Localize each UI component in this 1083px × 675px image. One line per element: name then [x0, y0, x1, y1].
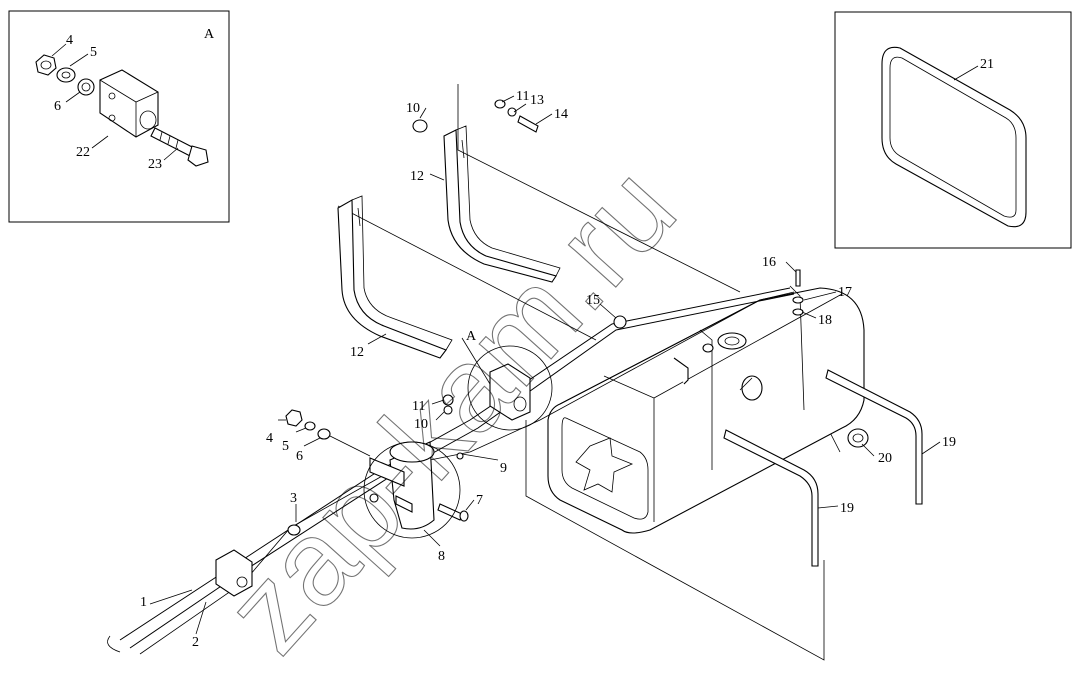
- filter-circle: [363, 441, 461, 539]
- callout-3: 3: [290, 491, 297, 506]
- line-clamp: [215, 452, 464, 597]
- callout-13: 13: [530, 93, 544, 108]
- bracket-12-rear: [443, 125, 561, 283]
- inset-seal-detail: 21: [834, 11, 1072, 249]
- callout-11: 11: [412, 399, 425, 414]
- inset-washer-5: [56, 67, 76, 83]
- inset-a-frame: [8, 10, 230, 223]
- callout-7: 7: [476, 493, 483, 508]
- inset-callout-22: 22: [76, 145, 90, 160]
- inset-spring-washer-6: [77, 78, 95, 96]
- bracket-12-front: [337, 195, 453, 359]
- callout-11-top: 11: [516, 89, 529, 104]
- hardware-top: [412, 99, 539, 133]
- inset-nut-4: [35, 54, 57, 76]
- inset-block-22: [99, 69, 159, 138]
- callout-16: 16: [762, 255, 776, 270]
- callout-leaders: [149, 95, 941, 635]
- hardware-4-5-6: [285, 409, 371, 457]
- inset-seal-frame: [834, 11, 1072, 249]
- callout-19-right: 19: [942, 435, 956, 450]
- bolt-7: [437, 503, 469, 522]
- callout-2: 2: [192, 635, 199, 650]
- seal-ring-21: [881, 46, 1027, 228]
- callout-1: 1: [140, 595, 147, 610]
- view-a-circle: [467, 345, 553, 431]
- inset-callout-23: 23: [148, 157, 162, 172]
- callout-10-top: 10: [406, 101, 420, 116]
- inset-callout-5: 5: [90, 45, 97, 60]
- inset-callout-6: 6: [54, 99, 61, 114]
- callout-6: 6: [296, 449, 303, 464]
- callout-19-front: 19: [840, 501, 854, 516]
- inset-callout-4: 4: [66, 33, 73, 48]
- callout-4: 4: [266, 431, 273, 446]
- strap-19-front: [723, 429, 819, 567]
- strap-19-right: [825, 369, 923, 505]
- callout-15: 15: [586, 293, 600, 308]
- cap-20: [847, 428, 869, 448]
- callout-9: 9: [500, 461, 507, 476]
- inset-a-detail: A: [8, 10, 230, 223]
- inset-a-title: A: [204, 27, 215, 42]
- fuel-tank: [547, 285, 865, 534]
- view-a-marker: A: [466, 329, 477, 344]
- callout-12-front: 12: [350, 345, 364, 360]
- seal-callout-21: 21: [980, 57, 994, 72]
- fuel-filter-8: [369, 441, 435, 530]
- bolt-tank-top: [702, 343, 714, 353]
- callout-14: 14: [554, 107, 568, 122]
- callout-17: 17: [838, 285, 852, 300]
- callout-labels: 1 2 3 4 5 6 7 8 9 10 11 12 12 10 11 13 1…: [140, 89, 956, 650]
- callout-8: 8: [438, 549, 445, 564]
- callout-5: 5: [282, 439, 289, 454]
- callout-18: 18: [818, 313, 832, 328]
- callout-10: 10: [414, 417, 428, 432]
- bracket-block-a: [442, 337, 531, 421]
- callout-20: 20: [878, 451, 892, 466]
- callout-12-rear: 12: [410, 169, 424, 184]
- inset-bolt-23: [150, 127, 209, 167]
- grommet-15: [613, 315, 627, 329]
